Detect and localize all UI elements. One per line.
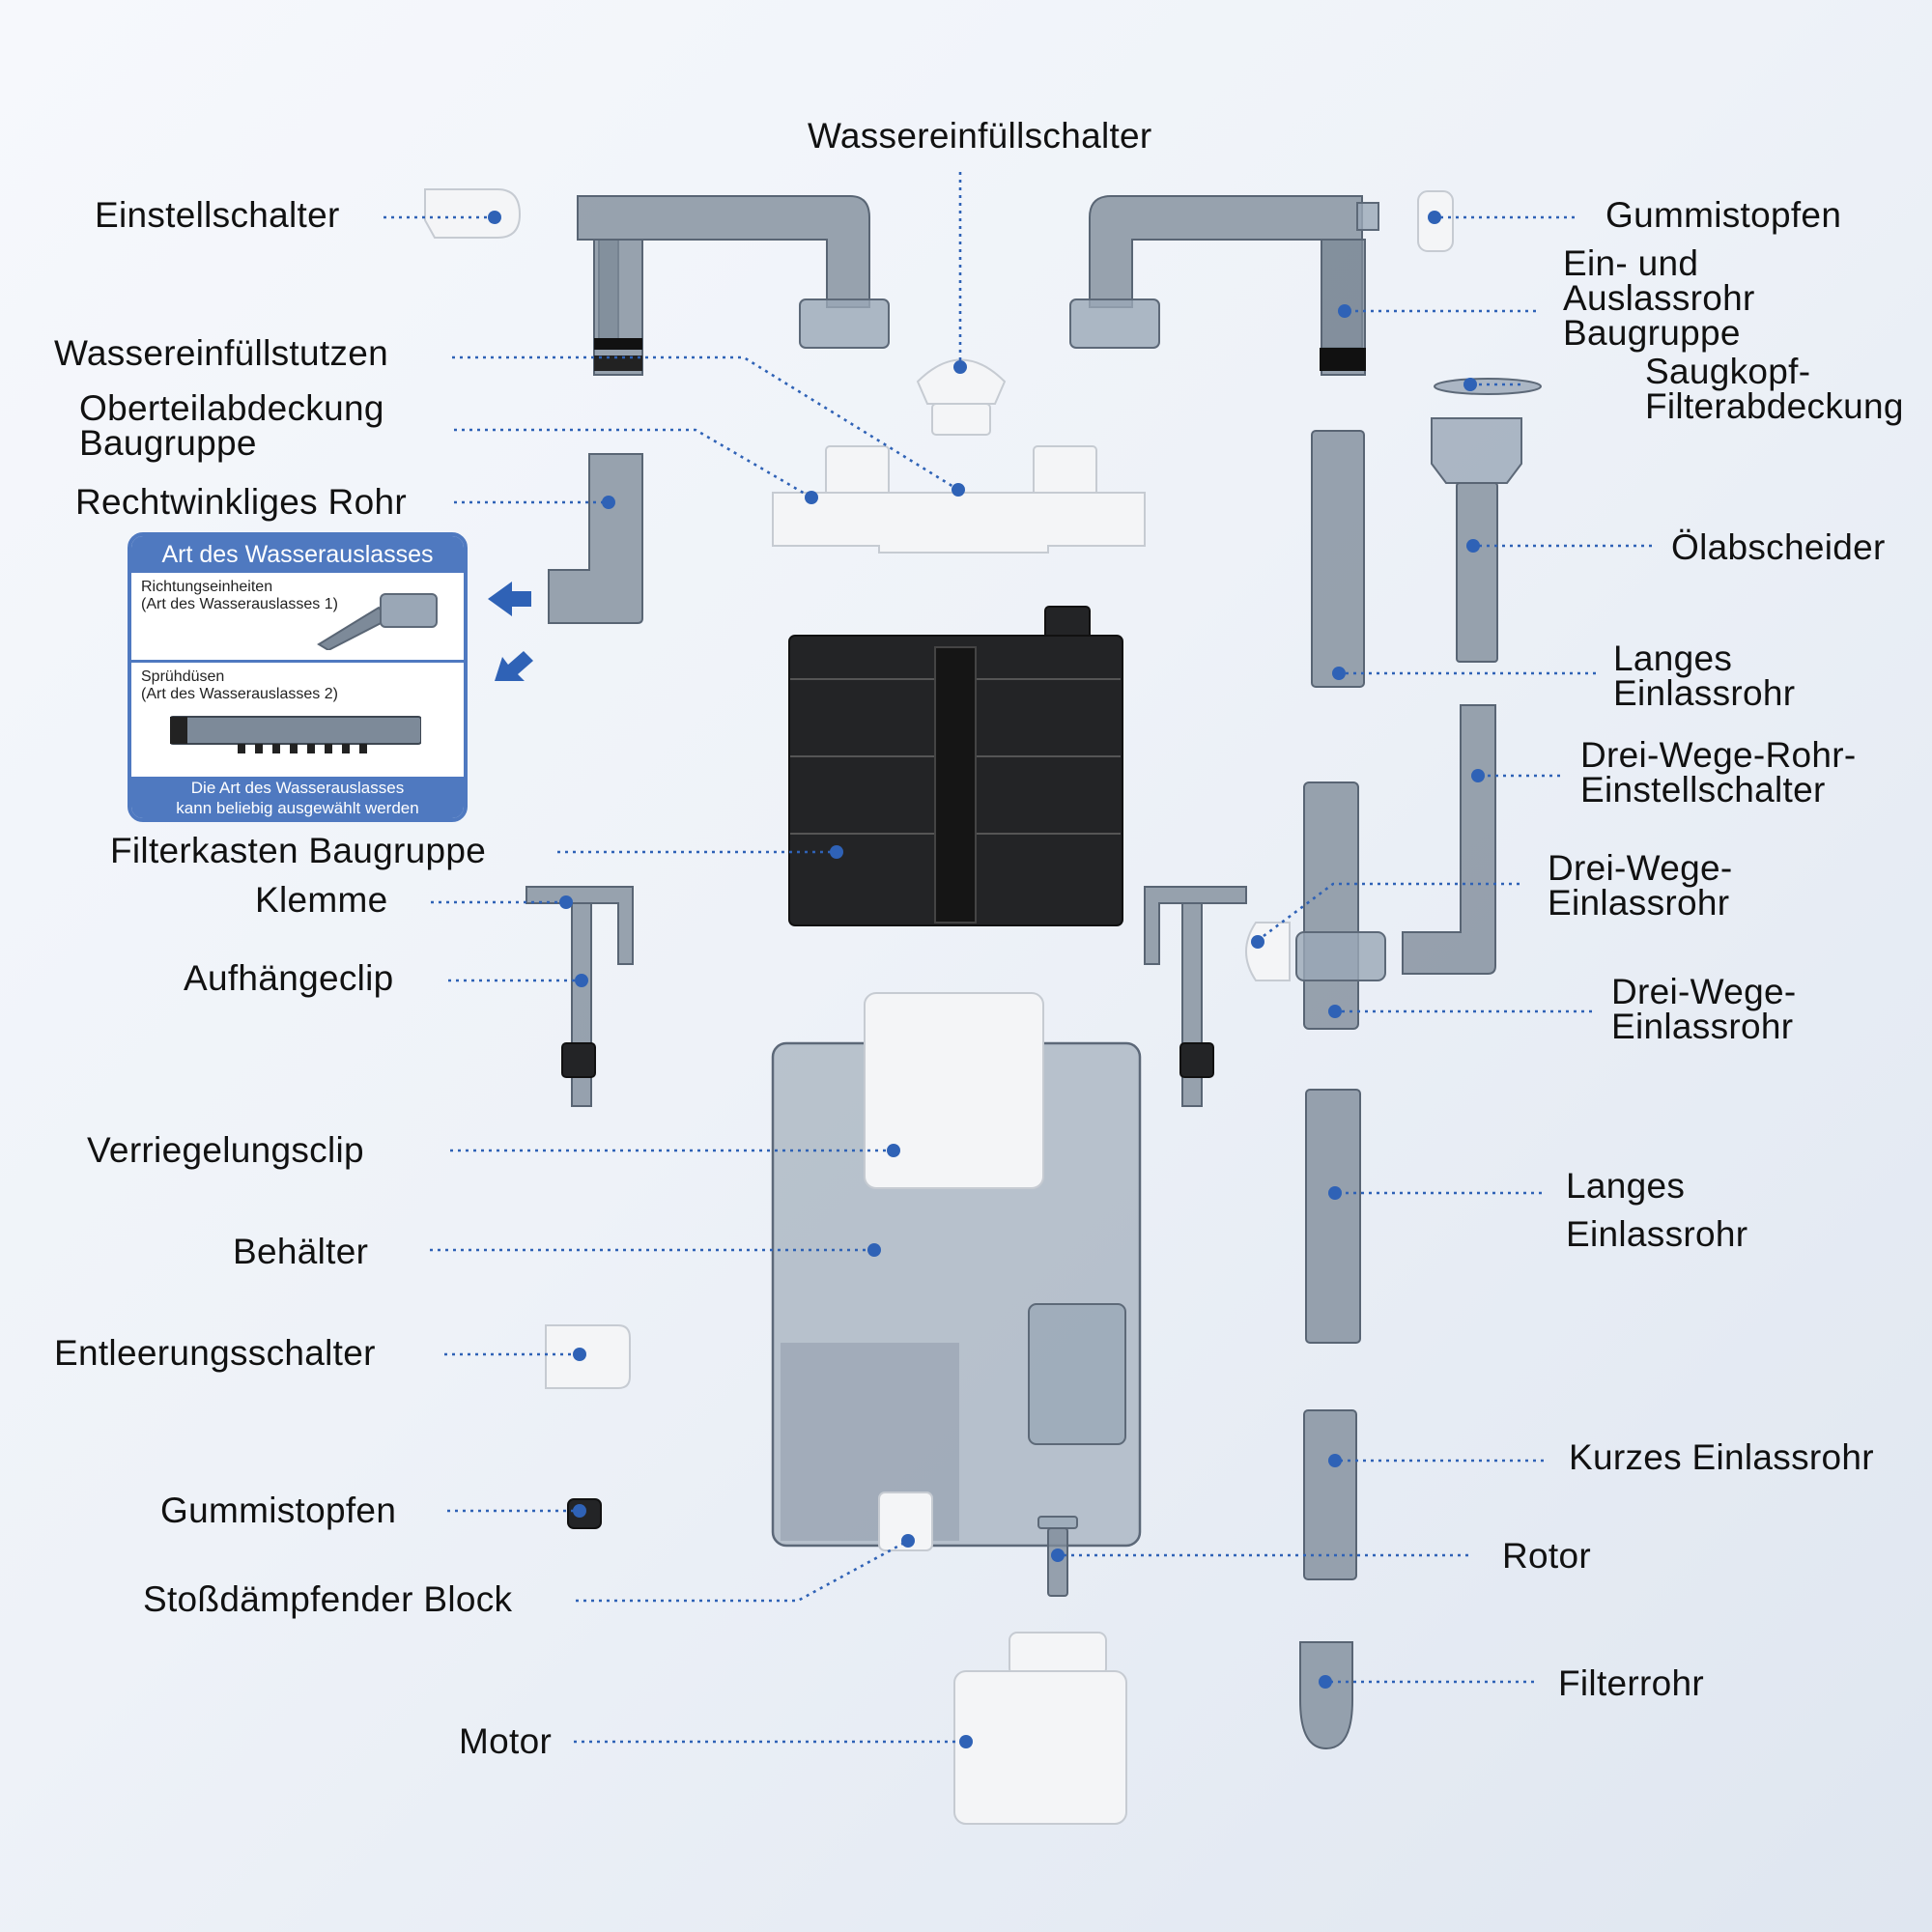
long-tube-2-part [1305, 1089, 1361, 1344]
label-rotor: Rotor [1502, 1536, 1591, 1576]
label-behaelter: Behälter [233, 1232, 369, 1271]
label-drei-wege-einlass-2: Drei-Wege- Einlassrohr [1611, 972, 1797, 1046]
right-angle-pipe-part [548, 453, 643, 624]
top-cover-part [772, 445, 1146, 554]
leader-dots [488, 211, 1485, 1748]
short-tube-part [1303, 1409, 1357, 1580]
label-langes-einlassrohr-2: Langes Einlassrohr [1566, 1166, 1748, 1254]
leader-lines [384, 172, 1652, 1744]
infobox-footer: Die Art des Wasserauslasses kann beliebi… [131, 777, 464, 818]
label-saugkopf: Saugkopf- Filterabdeckung [1645, 352, 1904, 426]
label-stossdaempfender-block: Stoßdämpfender Block [143, 1579, 513, 1619]
infobox-option-2: Sprühdüsen (Art des Wasserauslasses 2) [131, 660, 464, 753]
label-filterkasten: Filterkasten Baugruppe [110, 831, 487, 870]
spray-nozzle-icon [170, 716, 421, 753]
long-tube-1-part [1311, 430, 1365, 688]
label-langes-einlassrohr-1: Langes Einlassrohr [1613, 639, 1796, 713]
water-outlet-infobox: Art des Wasserauslasses Richtungseinheit… [128, 532, 468, 822]
infobox-footer-line-2: kann beliebig ausgewählt werden [176, 799, 419, 817]
filter-tube-part [1299, 1641, 1353, 1750]
einstellschalter-part [424, 188, 522, 239]
label-gummistopfen-bottom: Gummistopfen [160, 1491, 397, 1530]
label-aufhaengeclip: Aufhängeclip [184, 958, 394, 998]
label-rechtwinkliges-rohr: Rechtwinkliges Rohr [75, 482, 407, 522]
arrow-icons [488, 582, 533, 681]
filter-box-part [788, 606, 1123, 926]
container-part [771, 992, 1142, 1551]
clip-right-part [1144, 886, 1247, 1107]
label-drei-wege-einlass-1: Drei-Wege- Einlassrohr [1548, 848, 1733, 923]
infobox-option-2-title: Sprühdüsen [141, 668, 225, 685]
clip-left-part [526, 886, 634, 1107]
fill-switch-part [916, 358, 1007, 436]
infobox-title: Art des Wasserauslasses [131, 536, 464, 573]
drain-switch-part [545, 1324, 631, 1389]
infobox-option-1: Richtungseinheiten (Art des Wasserauslas… [131, 573, 464, 660]
label-wassereinfuellschalter: Wassereinfüllschalter [808, 116, 1152, 156]
label-oberteilabdeckung: Oberteilabdeckung Baugruppe [79, 388, 384, 463]
infobox-option-2-subtitle: (Art des Wasserauslasses 2) [141, 686, 338, 703]
oil-separator-part [1431, 417, 1522, 663]
label-wassereinfuellstutzen: Wassereinfüllstutzen [54, 333, 388, 373]
left-pipe-assembly [577, 195, 890, 376]
three-way-l-pipe-part [1402, 704, 1496, 975]
label-entleerungsschalter: Entleerungsschalter [54, 1333, 376, 1373]
label-ein-auslassrohr: Ein- und Auslassrohr Baugruppe [1563, 243, 1755, 353]
saugkopf-part [1434, 378, 1542, 395]
label-kurzes-einlassrohr: Kurzes Einlassrohr [1569, 1437, 1874, 1477]
label-motor: Motor [459, 1721, 553, 1761]
right-pipe-assembly [1069, 195, 1379, 376]
infobox-option-1-subtitle: (Art des Wasserauslasses 1) [141, 596, 338, 613]
three-way-inlet-part [1245, 781, 1386, 1030]
label-einstellschalter: Einstellschalter [95, 195, 340, 235]
motor-part [953, 1632, 1127, 1825]
infobox-footer-line-1: Die Art des Wasserauslasses [190, 779, 405, 797]
label-oelabscheider: Ölabscheider [1671, 527, 1886, 567]
label-drei-wege-rohr: Drei-Wege-Rohr- Einstellschalter [1580, 735, 1857, 810]
label-verriegelungsclip: Verriegelungsclip [87, 1130, 364, 1170]
directional-nozzle-icon [317, 593, 438, 650]
label-gummistopfen-top: Gummistopfen [1605, 195, 1842, 235]
label-klemme: Klemme [255, 880, 388, 920]
infobox-option-1-title: Richtungseinheiten [141, 579, 273, 595]
label-filterrohr: Filterrohr [1558, 1663, 1705, 1703]
